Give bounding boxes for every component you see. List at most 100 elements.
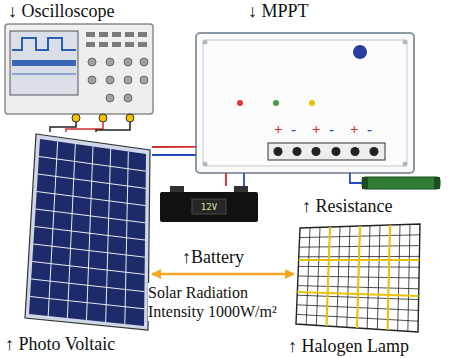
mount-hole xyxy=(403,162,408,167)
status-led xyxy=(309,100,315,106)
knob xyxy=(124,58,132,66)
pv-panel-node: ↑ Photo Voltaic xyxy=(22,132,152,332)
halogen-lamp-node: ↑ Halogen Lamp xyxy=(294,224,420,334)
pv-cell-line xyxy=(31,279,144,292)
knob xyxy=(140,58,148,66)
signal-band xyxy=(12,60,76,66)
mount-hole xyxy=(403,40,408,45)
resistor-figure xyxy=(362,177,440,189)
resistor-node: ↑ Resistance xyxy=(362,177,440,189)
signal-trace xyxy=(12,74,76,75)
battery-display xyxy=(192,199,226,214)
lamp-filament xyxy=(299,259,420,261)
probe-jack xyxy=(72,114,80,122)
polarity-mark: - xyxy=(291,121,296,138)
device-label: ↑Battery xyxy=(182,248,244,268)
edge-label: Solar Radiation Intensity 1000W/m² xyxy=(148,283,290,321)
terminal-screws xyxy=(274,147,379,156)
resistor-cap xyxy=(434,177,440,189)
pv-cell-line xyxy=(37,192,146,206)
terminal-screw xyxy=(293,147,302,156)
polarity-mark: - xyxy=(329,121,334,138)
wire xyxy=(50,122,76,132)
oscilloscope-node: ↓ Oscilloscope xyxy=(5,24,153,122)
button xyxy=(138,42,147,47)
oscilloscope-knobs xyxy=(88,58,148,102)
status-led xyxy=(237,100,243,106)
resistor-cap xyxy=(362,177,368,189)
wire xyxy=(152,154,196,156)
mppt-node: ↓ MPPT+-+-+- xyxy=(196,33,414,173)
battery-node: ↑Battery12V xyxy=(160,186,258,222)
knob xyxy=(140,76,148,84)
lamp-filament xyxy=(327,227,331,326)
battery-terminal xyxy=(234,186,248,193)
terminal-screw xyxy=(370,147,379,156)
pv-cell-line xyxy=(36,209,146,223)
knob xyxy=(88,76,96,84)
button xyxy=(99,42,108,47)
terminal-screw xyxy=(351,147,360,156)
mount-hole xyxy=(203,40,208,45)
device-label: ↑ Halogen Lamp xyxy=(288,337,409,357)
knob xyxy=(88,58,96,66)
pv-frame xyxy=(25,134,150,330)
button xyxy=(138,32,147,37)
oscilloscope-figure xyxy=(5,24,153,122)
knob xyxy=(106,94,114,102)
battery-voltage: 12V xyxy=(192,200,226,215)
polarity-mark: - xyxy=(367,121,372,138)
terminal-block xyxy=(268,143,385,160)
pv-cell-line xyxy=(30,297,144,309)
probe-jack xyxy=(126,114,134,122)
wire xyxy=(225,173,227,186)
lamp-frame xyxy=(296,224,420,332)
battery-body xyxy=(160,192,258,222)
device-label: ↓ Oscilloscope xyxy=(8,2,114,22)
probe-wire xyxy=(96,122,130,132)
button xyxy=(125,32,134,37)
lamp-grid-line xyxy=(388,225,391,330)
mppt-figure xyxy=(196,33,414,173)
battery-terminal xyxy=(170,186,184,193)
resistor-tube xyxy=(362,177,440,189)
polarity-mark: + xyxy=(312,121,321,138)
device-label: ↑ Resistance xyxy=(302,197,392,217)
oscilloscope-buttons xyxy=(86,32,147,47)
pv-cell-line xyxy=(32,262,144,275)
wire xyxy=(350,173,362,183)
knob xyxy=(124,94,132,102)
device-label: ↓ MPPT xyxy=(248,2,309,22)
pv-cell-line xyxy=(35,227,146,241)
probe-jack xyxy=(99,114,107,122)
polarity-mark: + xyxy=(274,121,283,138)
oscilloscope-body xyxy=(5,24,153,114)
radiation-arrow xyxy=(152,273,294,276)
pv-cell-line xyxy=(33,244,144,257)
knob xyxy=(106,76,114,84)
button xyxy=(86,32,95,37)
battery-figure xyxy=(160,186,258,222)
button xyxy=(125,42,134,47)
halogen-lamp-figure xyxy=(296,224,420,332)
button xyxy=(112,32,121,37)
terminal-screw xyxy=(312,147,321,156)
mppt-button xyxy=(353,45,367,59)
lamp-filament xyxy=(297,292,418,296)
pv-cell-line xyxy=(39,157,146,172)
knob xyxy=(106,58,114,66)
lamp-filament xyxy=(388,225,391,330)
pv-cell-line xyxy=(38,174,146,188)
square-wave xyxy=(12,38,76,50)
button xyxy=(112,42,121,47)
wire xyxy=(243,173,245,186)
knob xyxy=(124,76,132,84)
terminal-screw xyxy=(332,147,341,156)
button xyxy=(86,42,95,47)
button xyxy=(99,32,108,37)
terminal-screw xyxy=(274,147,283,156)
polarity-mark: + xyxy=(350,121,359,138)
wire xyxy=(152,146,196,148)
mount-hole xyxy=(203,162,208,167)
